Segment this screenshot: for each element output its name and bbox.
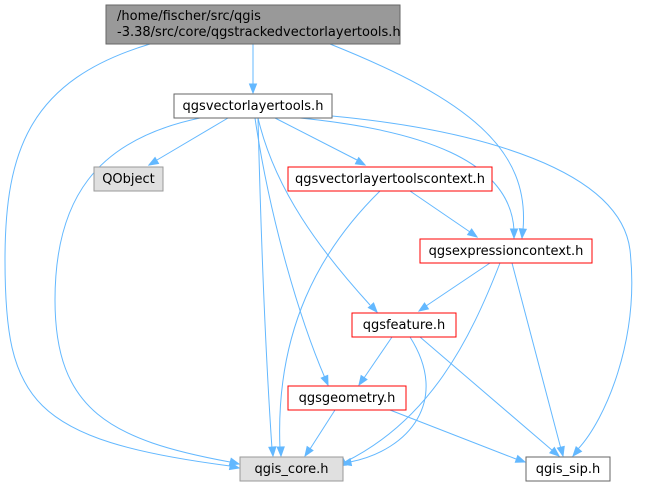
edge-line	[54, 117, 231, 463]
edge-arrowhead	[514, 454, 527, 463]
edge-arrowhead	[572, 446, 583, 458]
node-root-file[interactable]: /home/fischer/src/qgis -3.38/src/core/qg…	[105, 4, 401, 45]
edge-arrowhead	[228, 457, 241, 466]
edge-qgsvectorlayertools-to-qgis-sip	[331, 115, 633, 458]
node-label-qobject: QObject	[102, 172, 155, 187]
root-file-path-line-2: -3.38/src/core/qgstrackedvectorlayertool…	[117, 25, 401, 40]
edge-line	[274, 117, 358, 161]
edge-qgsgeometry-to-qgis-sip	[389, 409, 527, 463]
edge-root-to-qgsexpressioncontext	[329, 43, 528, 240]
edge-arrowhead	[268, 446, 277, 458]
edge-line	[279, 190, 381, 450]
edge-line	[425, 262, 491, 307]
edge-qgsvectorlayertools-to-qgis-core-direct	[257, 117, 277, 458]
edge-qgsvectorlayertools-to-qgsexpressioncontext	[299, 117, 519, 240]
edge-qgsvectorlayertools-to-qgis-core	[54, 117, 241, 466]
node-label-qgsvectorlayertoolscontext: qgsvectorlayertoolscontext.h	[295, 172, 485, 187]
edge-line	[349, 336, 427, 463]
edge-root-to-qgsvectorlayertools	[248, 44, 258, 95]
node-label-qgis-sip: qgis_sip.h	[536, 462, 600, 477]
edge-line	[419, 336, 554, 452]
edge-line	[344, 262, 501, 463]
edges-layer	[4, 43, 633, 471]
edge-arrowhead	[320, 374, 329, 387]
edge-qgsvectorlayertools-to-qgsgeometry	[254, 117, 329, 387]
edge-qgsfeature-to-qgis-sip	[419, 336, 561, 457]
node-qgsvectorlayertoolscontext[interactable]: qgsvectorlayertoolscontext.h	[287, 166, 493, 192]
node-qgsfeature[interactable]: qgsfeature.h	[351, 312, 457, 338]
edge-arrowhead	[549, 446, 561, 457]
edge-line	[389, 409, 517, 460]
edge-arrowhead	[340, 457, 353, 467]
edge-line	[409, 190, 471, 233]
edge-line	[4, 43, 231, 467]
edge-qgsexpressioncontext-to-qgsfeature	[417, 262, 491, 312]
edge-qgsvectorlayertools-to-qgsvectorlayertoolscontext	[274, 117, 367, 166]
node-label-qgsgeometry: qgsgeometry.h	[299, 391, 396, 406]
edge-arrowhead	[518, 228, 528, 240]
edge-arrowhead	[276, 446, 285, 458]
edge-arrowhead	[466, 228, 479, 238]
edge-arrowhead	[304, 445, 314, 458]
edge-arrowhead	[248, 83, 258, 95]
edge-line	[363, 336, 393, 379]
edge-arrowhead	[417, 302, 430, 312]
edge-qgsgeometry-to-qgis-core	[304, 409, 336, 458]
edge-arrowhead	[367, 302, 378, 314]
node-label-qgis-core: qgis_core.h	[255, 462, 329, 477]
node-qgis-core[interactable]: qgis_core.h	[239, 456, 344, 482]
edge-line	[511, 262, 562, 450]
edge-qgsexpressioncontext-to-qgis-sip	[511, 262, 565, 458]
edge-arrowhead	[509, 228, 519, 240]
edge-line	[309, 409, 336, 450]
edge-qgsvectorlayertoolscontext-to-qgis-core	[276, 190, 381, 458]
edge-arrowhead	[354, 156, 367, 166]
node-qgsvectorlayertools[interactable]: qgsvectorlayertools.h	[173, 93, 333, 119]
edge-qgsexpressioncontext-to-qgis-core	[335, 262, 501, 467]
edge-line	[254, 117, 326, 379]
node-label-qgsexpressioncontext: qgsexpressioncontext.h	[429, 244, 584, 259]
edge-line	[257, 117, 273, 450]
edge-line	[299, 117, 515, 231]
edge-qgsfeature-to-qgis-core	[340, 336, 427, 467]
node-qgis-sip[interactable]: qgis_sip.h	[525, 456, 611, 482]
node-label-qgsvectorlayertools: qgsvectorlayertools.h	[183, 99, 324, 114]
edge-qgsfeature-to-qgsgeometry	[358, 336, 393, 387]
node-label-qgsfeature: qgsfeature.h	[363, 318, 446, 333]
root-file-path-line-1: /home/fischer/src/qgis	[117, 9, 261, 24]
edge-line	[331, 115, 633, 450]
edge-qgsvectorlayertoolscontext-to-qgsexpressioncontext	[409, 190, 479, 238]
edge-arrowhead	[556, 445, 565, 458]
edge-line	[156, 117, 229, 161]
edge-arrowhead	[358, 374, 368, 387]
node-qgsexpressioncontext[interactable]: qgsexpressioncontext.h	[419, 238, 593, 264]
edge-qgsvectorlayertools-to-qobject	[147, 117, 229, 166]
edge-qgsvectorlayertools-to-qgsfeature	[257, 117, 378, 314]
edge-arrowhead	[147, 156, 160, 166]
node-qgsgeometry[interactable]: qgsgeometry.h	[287, 385, 407, 411]
node-qobject[interactable]: QObject	[93, 166, 164, 192]
edge-line	[329, 43, 525, 231]
edge-line	[257, 117, 371, 306]
